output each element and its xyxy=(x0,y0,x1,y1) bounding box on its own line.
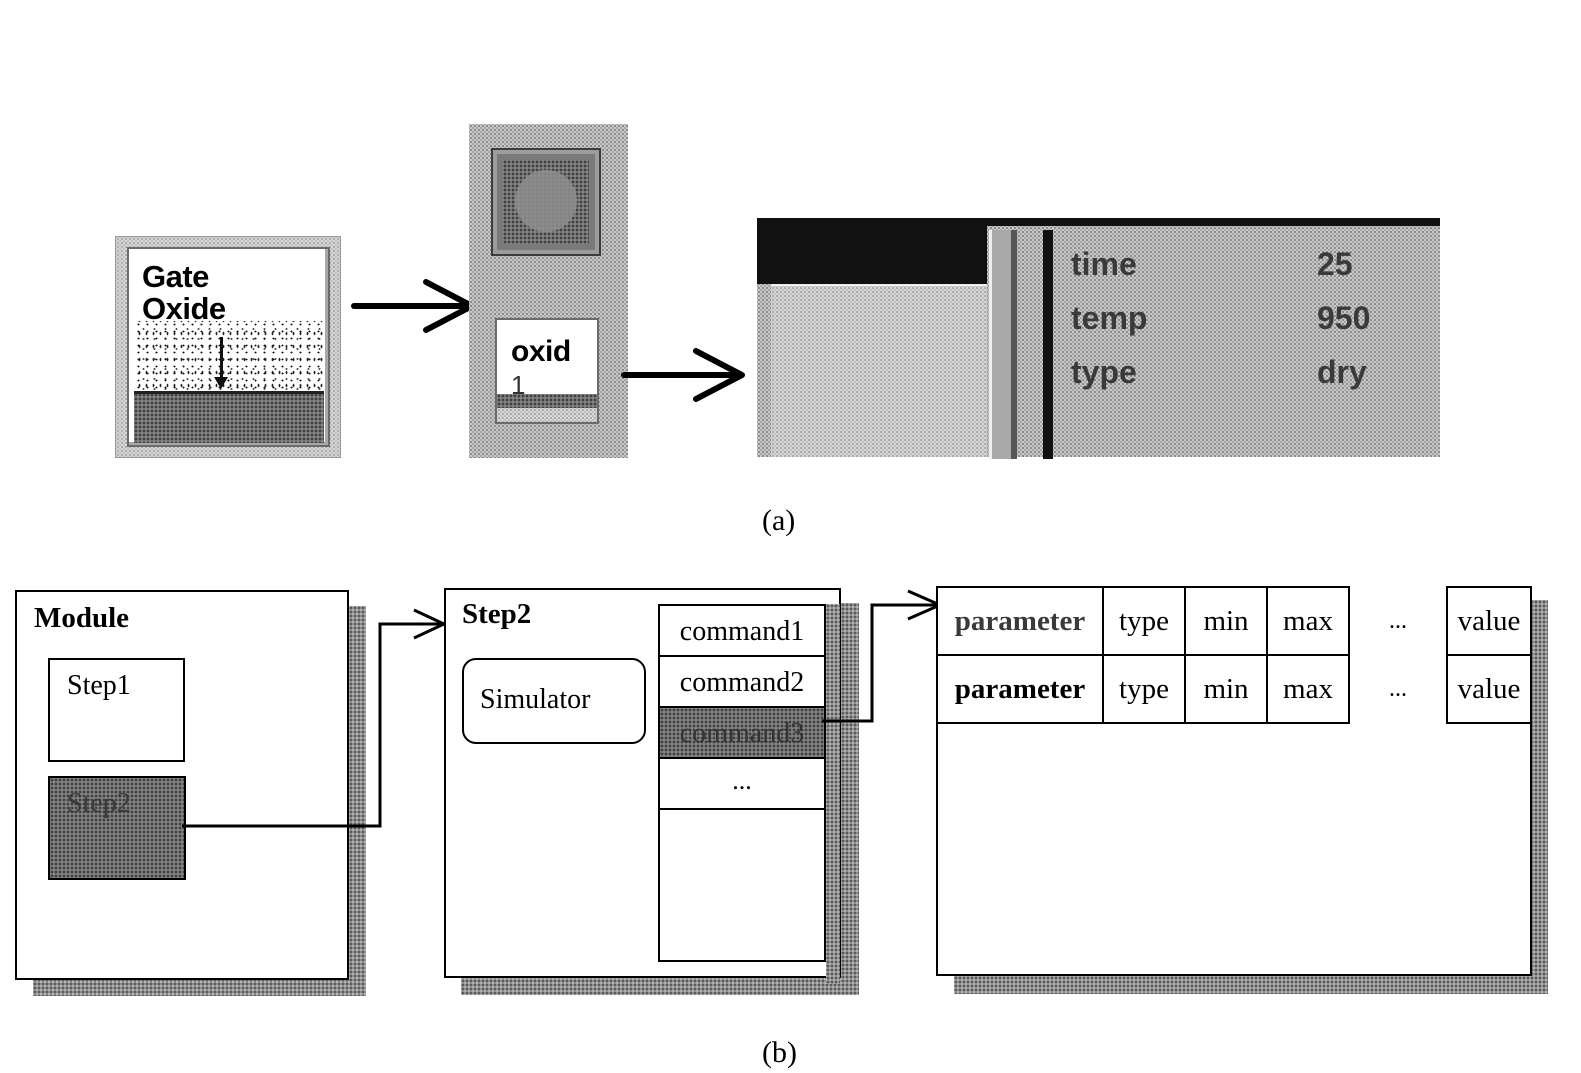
simulator-label: Simulator xyxy=(480,684,591,715)
step-window: Step2 Simulator command1 command2 comman… xyxy=(444,588,841,984)
command-list-shadow xyxy=(826,604,840,984)
param-name-type: type xyxy=(1071,354,1137,390)
param-row1-value[interactable]: value xyxy=(1446,586,1532,656)
param-row1-type[interactable]: type xyxy=(1102,586,1186,656)
growth-arrow-icon xyxy=(220,337,223,381)
step-icon-label: oxid xyxy=(511,335,571,368)
panel-title-bar xyxy=(757,226,987,284)
param-row2-name[interactable]: parameter xyxy=(936,654,1104,724)
step-icon-number: 1 xyxy=(511,370,526,400)
param-value-temp: 950 xyxy=(1317,300,1371,336)
deposition-particles xyxy=(134,321,324,391)
step2-box[interactable]: Step2 xyxy=(48,776,186,880)
connector-arrow-2 xyxy=(822,589,944,723)
param-row2-min[interactable]: min xyxy=(1184,654,1268,724)
param-row2-more[interactable]: ... xyxy=(1348,654,1448,724)
simulator-icon-frame[interactable] xyxy=(491,148,601,256)
param-name-temp: temp xyxy=(1071,300,1148,336)
command-list: command1 command2 command3 ... xyxy=(658,604,826,962)
command-item-more[interactable]: ... xyxy=(660,759,824,810)
param-row1-more[interactable]: ... xyxy=(1348,586,1448,656)
parameter-window: parameter type min max ... value paramet… xyxy=(936,586,1532,976)
oxide-layer-line xyxy=(134,391,324,394)
caption-a: (a) xyxy=(762,504,796,537)
param-value-type: dry xyxy=(1317,354,1367,390)
parameter-panel: time 25 temp 950 type dry xyxy=(757,218,1440,459)
arrow-right-icon xyxy=(351,279,475,333)
step-window-title: Step2 xyxy=(462,598,532,630)
module-window-title: Module xyxy=(34,602,130,634)
module-window: Module Step1 Step2 xyxy=(15,590,349,980)
param-row2-value[interactable]: value xyxy=(1446,654,1532,724)
panel-divider-light xyxy=(989,230,1011,459)
step-icon-base xyxy=(497,408,597,422)
panel-scrollbar[interactable] xyxy=(1043,230,1053,459)
substrate-layer-icon xyxy=(134,393,324,443)
module-icon-label-line1: Gate xyxy=(142,259,209,294)
caption-b: (b) xyxy=(762,1036,797,1069)
simulator-box[interactable]: Simulator xyxy=(462,658,646,744)
command-item-1[interactable]: command1 xyxy=(660,606,824,657)
step1-box[interactable]: Step1 xyxy=(48,658,185,762)
param-name-time: time xyxy=(1071,246,1137,282)
param-row1-max[interactable]: max xyxy=(1266,586,1350,656)
module-icon-label-line2: Oxide xyxy=(142,291,226,326)
step-icon-oxid[interactable]: oxid 1 xyxy=(495,318,599,424)
param-row1-name-selected[interactable]: parameter xyxy=(936,586,1104,656)
module-icon-gate-oxide[interactable]: Gate Oxide xyxy=(115,236,341,458)
step-icon-panel: oxid 1 xyxy=(469,124,628,458)
arrow-right-icon-2 xyxy=(621,348,745,402)
command-item-2[interactable]: command2 xyxy=(660,657,824,708)
growth-arrowhead-icon xyxy=(214,377,228,389)
step2-label: Step2 xyxy=(67,788,131,819)
panel-divider-dark xyxy=(1011,230,1017,459)
param-row1-min[interactable]: min xyxy=(1184,586,1268,656)
connector-arrow-1 xyxy=(182,608,448,828)
param-row2-type[interactable]: type xyxy=(1102,654,1186,724)
param-row2-max[interactable]: max xyxy=(1266,654,1350,724)
param-value-time: 25 xyxy=(1317,246,1353,282)
simulator-disc-icon xyxy=(515,170,577,232)
panel-left-pane xyxy=(771,284,987,457)
command-item-3-selected[interactable]: command3 xyxy=(660,708,824,759)
step1-label: Step1 xyxy=(67,670,131,701)
step-icon-bottom-band xyxy=(497,394,597,408)
